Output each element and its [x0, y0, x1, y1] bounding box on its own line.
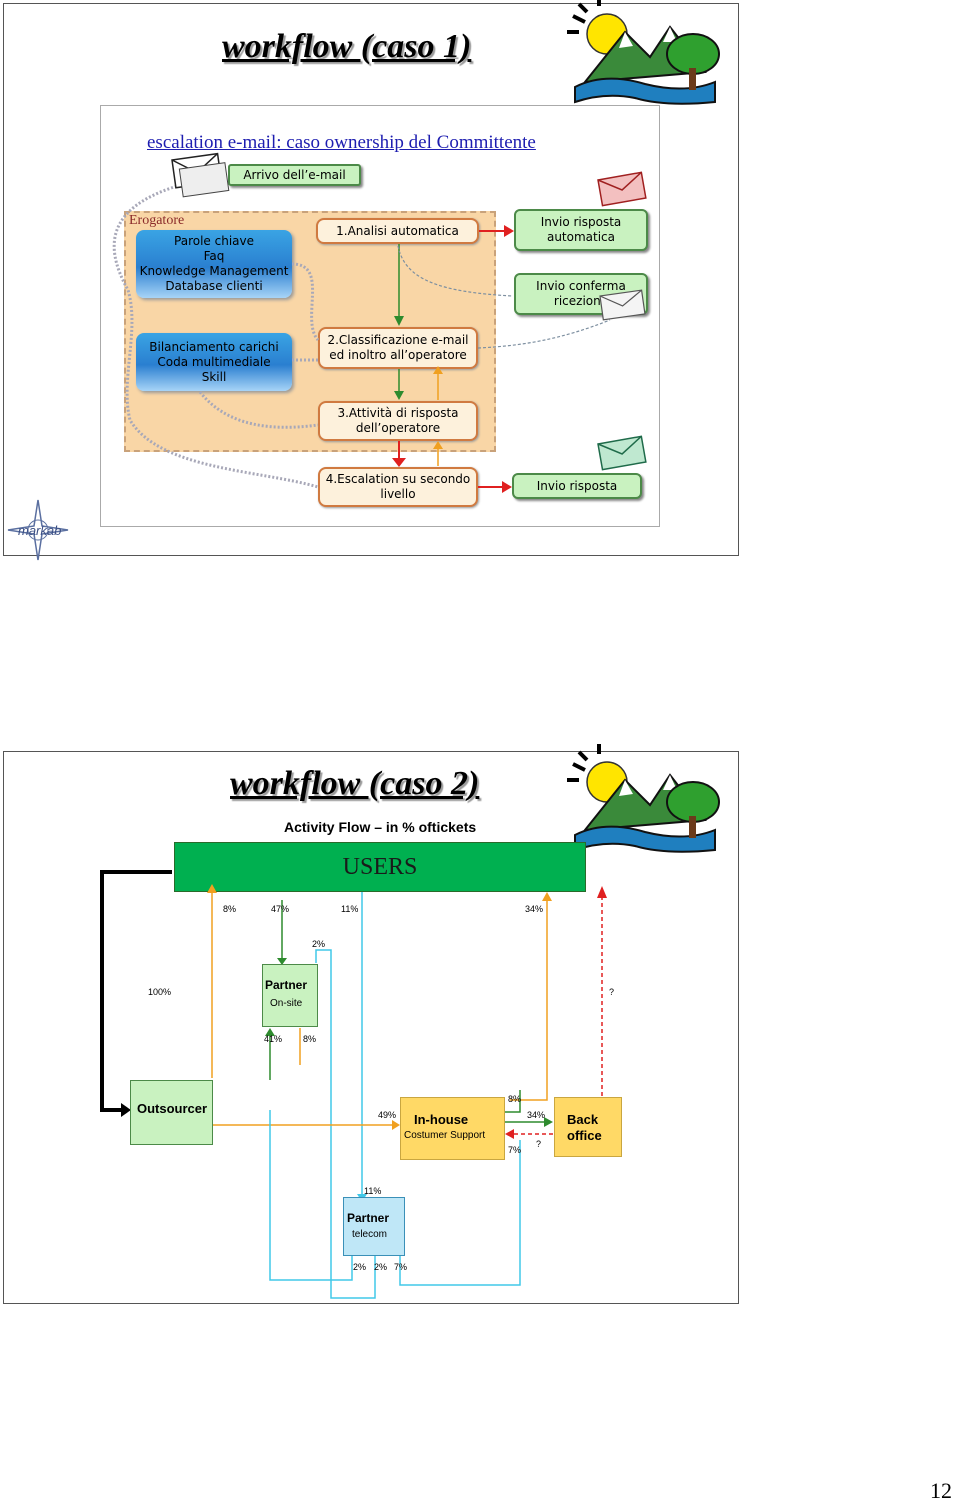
users-band: USERS — [174, 842, 586, 892]
subtitle-frame — [100, 105, 660, 527]
inhouse-sub: Costumer Support — [404, 1130, 486, 1141]
partner-telecom-sub: telecom — [352, 1229, 388, 1240]
page-number: 12 — [930, 1478, 952, 1503]
resource-knowledge: Knowledge Management — [139, 264, 289, 278]
back-office-box: Back office — [554, 1097, 622, 1157]
arrival-label-box: Arrivo dell’e-mail — [228, 164, 361, 186]
auto-reply-label: Invio risposta automatica — [540, 215, 622, 244]
reply-box: Invio risposta — [512, 473, 642, 499]
arrival-label: Arrivo dell’e-mail — [243, 167, 346, 182]
markab-logo-text: markab — [18, 523, 62, 538]
resource-database: Database clienti — [165, 279, 263, 293]
pct-users-8: 8% — [223, 904, 237, 914]
users-label: USERS — [342, 853, 418, 880]
step1-label: 1.Analisi automatica — [336, 223, 459, 238]
resource-faq: Faq — [203, 249, 225, 263]
resource-queue: Coda multimediale — [157, 354, 271, 369]
slide2-subtitle: Activity Flow – in % oftickets — [284, 819, 477, 835]
pct-inhouse-7: 7% — [508, 1145, 522, 1155]
pct-telecom-2a: 2% — [353, 1262, 367, 1272]
outsourcer-box: Outsourcer — [130, 1080, 213, 1145]
inhouse-title: In-house — [414, 1112, 469, 1127]
outsourcer-label: Outsourcer — [137, 1101, 208, 1116]
slide1-subtitle: escalation e-mail: caso ownership del Co… — [147, 132, 536, 153]
step3-label: 3.Attività di risposta dell’operatore — [337, 406, 459, 435]
step2-box: 2.Classificazione e-mail ed inoltro all’… — [318, 327, 478, 369]
partner-telecom-box: Partner telecom — [343, 1197, 405, 1256]
pct-users-34: 34% — [525, 904, 544, 914]
pct-onsite-41: 41% — [264, 1034, 283, 1044]
pct-users-47: 47% — [271, 904, 290, 914]
step3-box: 3.Attività di risposta dell’operatore — [318, 401, 478, 441]
receipt-label: Invio conferma ricezione — [536, 279, 626, 308]
partner-onsite-title: Partner — [265, 978, 308, 992]
envelope-grey-icon — [599, 289, 646, 321]
envelope-green-icon — [597, 435, 647, 471]
back-office-line2: office — [567, 1128, 602, 1143]
reply-label: Invio risposta — [536, 478, 618, 493]
partner-onsite-sub: On-site — [270, 998, 303, 1009]
envelope-red-icon — [597, 171, 647, 207]
resources-top-box: Parole chiave Faq Knowledge Management D… — [136, 230, 292, 298]
step1-box: 1.Analisi automatica — [316, 218, 479, 244]
provider-label: Erogatore — [129, 213, 185, 228]
pct-inhouse-49: 49% — [378, 1110, 397, 1120]
pct-telecom-11: 11% — [364, 1186, 382, 1196]
resource-skill: Skill — [201, 369, 227, 384]
pct-inhouse-q: ? — [536, 1139, 542, 1149]
slide1-title: workflow (caso 1) — [222, 28, 472, 65]
resource-load-balancing: Bilanciamento carichi — [149, 339, 279, 354]
pct-users-11: 11% — [341, 904, 359, 914]
step4-box: 4.Escalation su secondo livello — [318, 467, 478, 507]
pct-onsite-8: 8% — [303, 1034, 317, 1044]
pct-telecom-7: 7% — [394, 1262, 408, 1272]
step2-label: 2.Classificazione e-mail ed inoltro all’… — [327, 333, 469, 362]
partner-telecom-title: Partner — [347, 1211, 390, 1225]
pct-telecom-2b: 2% — [374, 1262, 388, 1272]
resources-bottom-box: Bilanciamento carichi Coda multimediale … — [136, 333, 292, 391]
pct-inhouse-34: 34% — [527, 1110, 546, 1120]
pct-total-100: 100% — [148, 987, 172, 997]
partner-onsite-box: Partner On-site — [262, 964, 318, 1027]
inhouse-box: In-house Costumer Support — [400, 1097, 505, 1160]
envelope-icon — [171, 152, 230, 198]
step4-label: 4.Escalation su secondo livello — [325, 472, 471, 501]
back-office-line1: Back — [567, 1112, 599, 1127]
markab-logo-icon — [7, 499, 69, 561]
pct-inhouse-8: 8% — [508, 1094, 522, 1104]
pct-onsite-2: 2% — [312, 939, 326, 949]
slide2-title: workflow (caso 2) — [230, 765, 480, 802]
auto-reply-box: Invio risposta automatica — [514, 209, 648, 251]
pct-unknown-right: ? — [609, 987, 615, 997]
resource-keywords: Parole chiave — [174, 234, 254, 248]
